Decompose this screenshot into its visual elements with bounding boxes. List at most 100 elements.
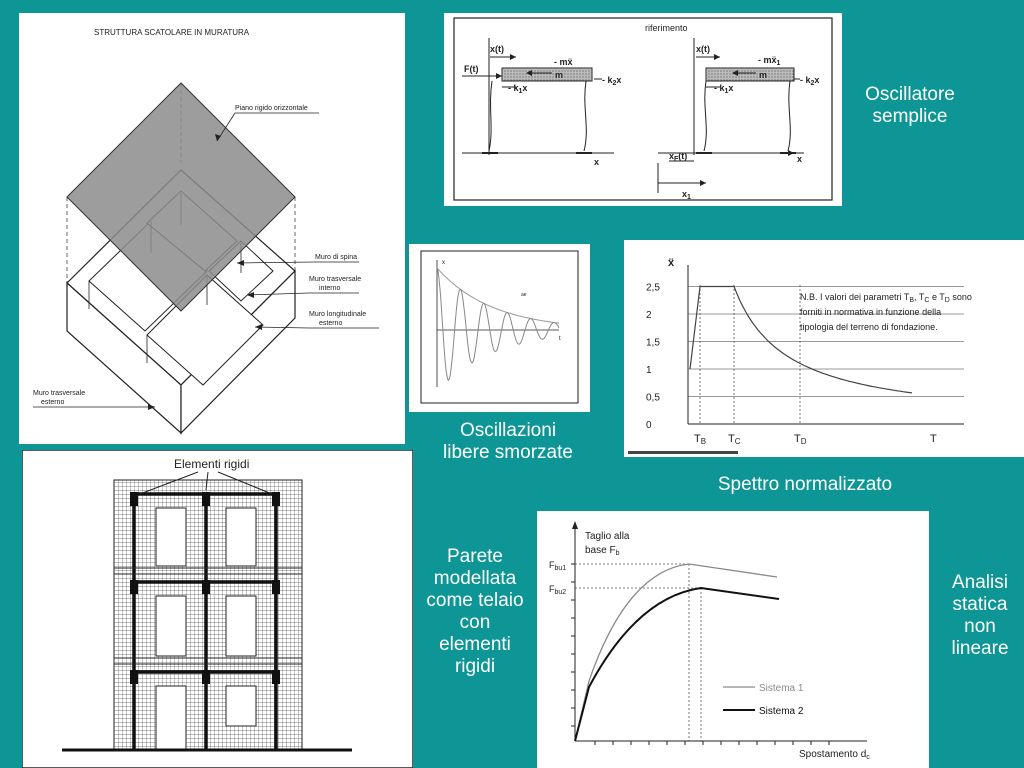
legend-sistema-2: Sistema 2 <box>759 706 804 717</box>
xf-tail: (t) <box>678 151 687 161</box>
caption-pushover: Analisi statica non lineare <box>936 572 1024 660</box>
damped-panel: x t ae <box>409 244 590 412</box>
label-spine: Muro di spina <box>315 254 357 261</box>
spectrum-x-tick: TD <box>794 433 807 446</box>
note-2: B <box>909 297 914 304</box>
k1-right-x: x <box>728 83 733 93</box>
fbu1-sub: bu1 <box>555 565 567 572</box>
spectrum-y-tick: 1 <box>646 365 652 376</box>
pushover-x-title: Spostamento d <box>799 749 866 760</box>
caption-oscillator: Oscillatore semplice <box>846 84 974 128</box>
k2-right: - k <box>800 75 811 85</box>
svg-text:- k1x: - k1x <box>508 83 527 95</box>
note-7: sono <box>950 292 972 302</box>
svg-text:- k2x: - k2x <box>602 75 621 87</box>
ref-label: riferimento <box>645 23 688 33</box>
caption-wall-line-4: con <box>459 612 491 633</box>
svg-text:Spostamento dc: Spostamento dc <box>799 749 870 761</box>
caption-oscillator-line-1: Oscillatore <box>865 84 955 105</box>
caption-wall-line-6: rigidi <box>454 656 496 677</box>
masonry-title: STRUTTURA SCATOLARE IN MURATURA <box>94 28 250 37</box>
x-axis-right: x <box>797 154 802 164</box>
oscillator-panel: riferimento x(t) F(t) - mẍ m - k2x - k1x <box>444 13 842 206</box>
masonry-box-drawing: STRUTTURA SCATOLARE IN MURATURA <box>33 28 379 435</box>
k2-left-x: x <box>616 75 621 85</box>
caption-wall-line-2: modellata <box>433 568 517 589</box>
label-plane: Piano rigido orizzontale <box>235 105 308 112</box>
note-1: N.B. I valori dei parametri T <box>800 292 910 302</box>
ft-label: F(t) <box>464 64 479 74</box>
caption-wall-line-3: come telaio <box>426 590 524 611</box>
xf-label: x <box>669 151 674 161</box>
pushover-plot: Taglio alla base Fb Fbu1 Fbu2 Sistema 1 … <box>549 521 870 761</box>
caption-wall-line-1: Parete <box>447 546 503 567</box>
mass-left: m <box>555 70 563 80</box>
svg-text:Fbu2: Fbu2 <box>549 584 566 596</box>
label-trans-int-1: Muro trasversale <box>309 276 361 283</box>
label-trans-int-2: interno <box>319 285 341 292</box>
inertia-right-sub: 1 <box>777 60 781 67</box>
caption-oscillator-line-2: semplice <box>872 106 948 127</box>
note-3: , T <box>914 292 925 302</box>
pushover-y-title-2: base F <box>585 545 616 556</box>
oscillator-drawing: riferimento x(t) F(t) - mẍ m - k2x - k1x <box>453 17 833 201</box>
caption-pushover-line-4: lineare <box>951 638 1009 659</box>
x1-label: x <box>682 189 687 199</box>
spectrum-x-tick: T <box>930 433 937 445</box>
caption-pushover-line-2: statica <box>952 594 1008 615</box>
label-long-ext-1: Muro longitudinale <box>309 311 366 318</box>
wall-frame-drawing: Elementi rigidi <box>22 450 413 768</box>
k2-left: - k <box>602 75 613 85</box>
spectrum-y-tick: 1,5 <box>646 338 660 349</box>
pushover-y-title-1: Taglio alla <box>585 531 630 542</box>
xt-left: x(t) <box>490 44 504 54</box>
k1-left-x: x <box>522 83 527 93</box>
masonry-box-panel: STRUTTURA SCATOLARE IN MURATURA <box>19 13 405 444</box>
pushover-x-title-sub: c <box>866 754 870 761</box>
note-4: C <box>924 297 929 304</box>
x-axis-left: x <box>594 157 599 167</box>
x1-sub: 1 <box>687 194 691 201</box>
mass-right: m <box>759 70 767 80</box>
wall-frame-panel: Elementi rigidi <box>22 450 413 768</box>
fbu2-sub: bu2 <box>555 589 567 596</box>
damped-t-label: t <box>559 336 561 342</box>
label-trans-ext-2: esterno <box>41 399 64 406</box>
legend-sistema-1: Sistema 1 <box>759 683 804 694</box>
spectrum-x-tick: TB <box>694 433 706 446</box>
svg-text:Fbu1: Fbu1 <box>549 560 566 572</box>
note-8: forniti in normativa in funzione della <box>800 307 941 317</box>
svg-text:- k2x: - k2x <box>800 75 819 87</box>
k1-right: - k <box>714 83 725 93</box>
xf-sub: F <box>674 156 679 163</box>
k1-left-sub: 1 <box>519 88 523 95</box>
svg-text:base Fb: base Fb <box>585 545 620 557</box>
svg-text:N.B. I valori dei parametri TB: N.B. I valori dei parametri TB, TC e TD … <box>800 292 972 304</box>
spectrum-x-tick: TC <box>728 433 741 446</box>
spectrum-y-tick: 0,5 <box>646 393 660 404</box>
inertia-right: - mẍ <box>758 55 777 65</box>
wall-frame-title: Elementi rigidi <box>174 457 249 471</box>
svg-text:- mẍ1: - mẍ1 <box>758 55 781 67</box>
svg-text:xF(t): xF(t) <box>669 151 687 163</box>
caption-damped-line-2: libere smorzate <box>443 442 573 463</box>
pushover-panel: Taglio alla base Fb Fbu1 Fbu2 Sistema 1 … <box>537 511 929 768</box>
caption-wall: Parete modellata come telaio con element… <box>414 546 536 678</box>
k1-right-sub: 1 <box>725 88 729 95</box>
caption-wall-line-5: elementi <box>439 634 511 655</box>
note-6: D <box>945 297 950 304</box>
k2-right-x: x <box>814 75 819 85</box>
inertia-left: - mẍ <box>554 57 573 67</box>
k1-left: - k <box>508 83 519 93</box>
spectrum-y-tick: 0 <box>646 420 652 431</box>
caption-damped: Oscillazioni libere smorzate <box>418 420 598 464</box>
note-5: e T <box>929 292 945 302</box>
fbu2-main: F <box>549 584 555 594</box>
damped-plot: x t ae <box>420 250 579 404</box>
fbu1-main: F <box>549 560 555 570</box>
spectrum-y-label: ẍ <box>668 257 675 269</box>
caption-pushover-line-3: non <box>964 616 996 637</box>
label-long-ext-2: esterno <box>319 320 342 327</box>
